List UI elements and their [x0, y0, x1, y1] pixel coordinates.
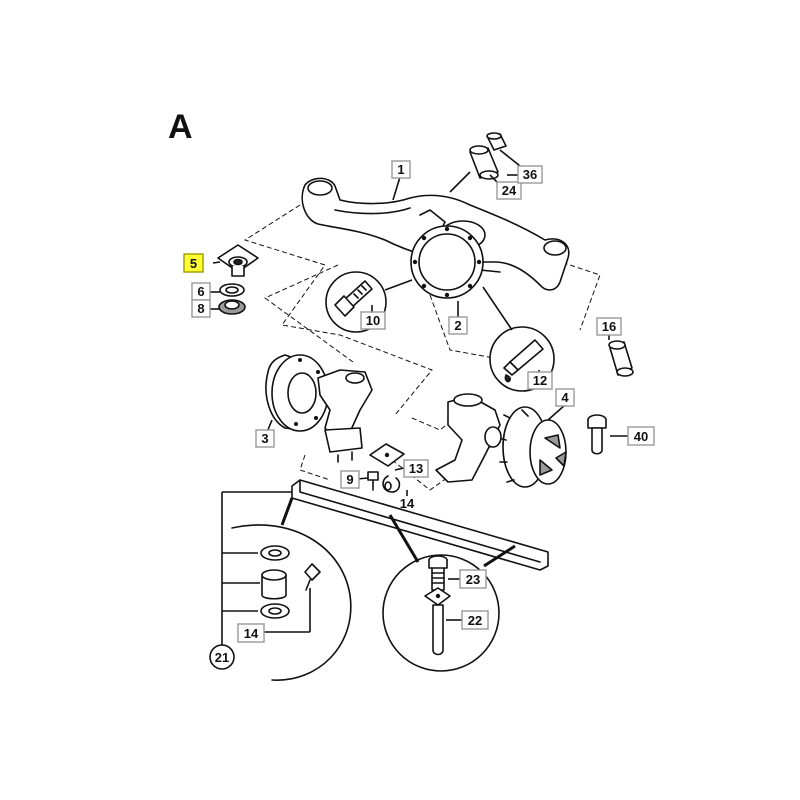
callout-22: 22 — [461, 610, 489, 630]
callout-1: 1 — [391, 160, 411, 179]
svg-text:21: 21 — [215, 650, 229, 665]
svg-text:5: 5 — [190, 256, 197, 271]
callout-5-highlighted[interactable]: 5 — [183, 253, 204, 273]
svg-text:1: 1 — [397, 162, 404, 177]
svg-text:8: 8 — [197, 301, 204, 316]
bracket-lines-21 — [221, 491, 311, 645]
callout-8: 8 — [191, 299, 211, 318]
callout-2: 2 — [448, 316, 468, 335]
bolt-part-40 — [587, 414, 607, 455]
crossbar — [291, 479, 549, 571]
differential-flange-part-2 — [410, 225, 484, 299]
svg-text:3: 3 — [261, 431, 268, 446]
callout-10: 10 — [360, 311, 386, 330]
svg-text:14: 14 — [244, 626, 259, 641]
svg-text:14: 14 — [400, 496, 415, 511]
svg-text:13: 13 — [409, 461, 423, 476]
callout-14-lower: 14 — [237, 623, 265, 643]
bearing-part-8 — [218, 299, 246, 315]
clip-part-14 — [382, 475, 401, 493]
screw-part-9 — [367, 471, 379, 491]
svg-text:23: 23 — [466, 572, 480, 587]
svg-text:16: 16 — [602, 319, 616, 334]
bushing-part-16 — [608, 340, 634, 377]
svg-text:10: 10 — [366, 313, 380, 328]
callout-9: 9 — [340, 470, 360, 489]
callout-4: 4 — [555, 388, 575, 407]
svg-text:2: 2 — [454, 318, 461, 333]
svg-text:6: 6 — [197, 284, 204, 299]
svg-text:36: 36 — [523, 167, 537, 182]
plate-part-13 — [369, 443, 405, 467]
pin-leader-lines — [388, 514, 516, 621]
callout-24: 24 — [496, 181, 522, 200]
seal-ring-part-6 — [219, 283, 245, 297]
bushing-part-36 — [486, 132, 507, 151]
callout-3: 3 — [255, 429, 275, 448]
svg-text:24: 24 — [502, 183, 517, 198]
callout-23: 23 — [459, 569, 487, 589]
callout-14-upper: 14 — [400, 496, 415, 511]
callout-12: 12 — [527, 371, 553, 390]
bushing-part-24 — [469, 145, 499, 180]
callout-36: 36 — [517, 165, 543, 184]
flange-cap-part-5 — [217, 244, 259, 277]
callout-13: 13 — [403, 459, 429, 478]
svg-text:40: 40 — [634, 429, 648, 444]
callout-40: 40 — [627, 426, 655, 446]
svg-text:12: 12 — [533, 373, 547, 388]
wheel-hub-part-4 — [435, 393, 567, 488]
bushing-kit-inset-part-21 — [231, 524, 352, 681]
callout-21: 21 — [209, 644, 235, 670]
svg-text:22: 22 — [468, 613, 482, 628]
callout-16: 16 — [596, 317, 622, 336]
callout-6: 6 — [191, 282, 211, 301]
view-letter: A — [168, 108, 193, 146]
svg-text:9: 9 — [346, 472, 353, 487]
svg-text:4: 4 — [561, 390, 569, 405]
hub-knuckle-part-3 — [265, 354, 373, 463]
